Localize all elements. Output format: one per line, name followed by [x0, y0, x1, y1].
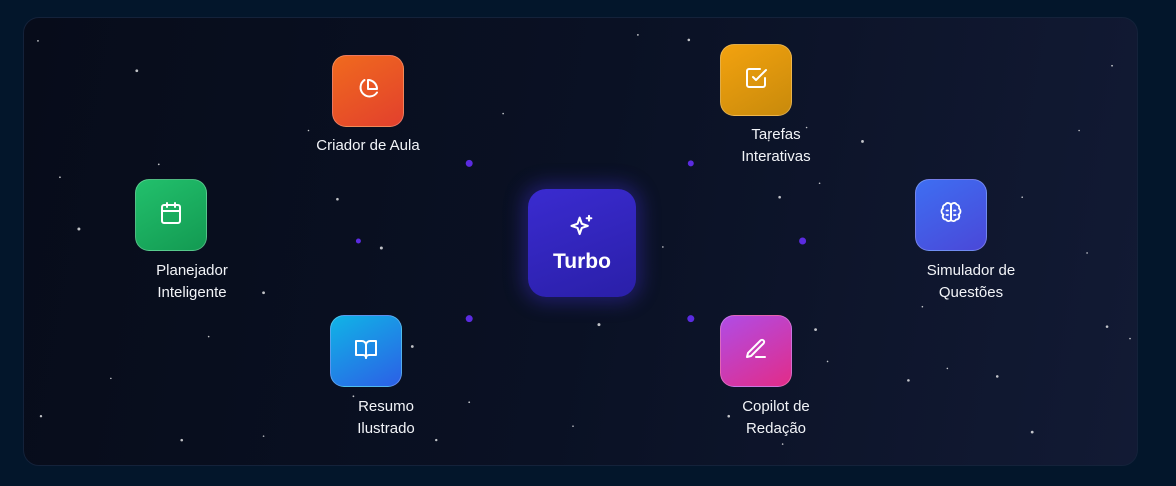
- planejador-label: Planejador Inteligente: [156, 262, 228, 301]
- resumo-tile[interactable]: [330, 315, 402, 387]
- check-square-icon: [744, 66, 768, 95]
- calendar-icon: [159, 201, 183, 230]
- copilot-label: Copilot de Redação: [742, 398, 810, 437]
- criador-label: Criador de Aula: [316, 137, 420, 154]
- feature-panel: Turbo Criador de Aula Tarefas Interativa…: [23, 17, 1138, 466]
- copilot-tile[interactable]: [720, 315, 792, 387]
- planejador-tile[interactable]: [135, 179, 207, 251]
- simulador-tile[interactable]: [915, 179, 987, 251]
- pie-chart-icon: [356, 77, 380, 106]
- tarefas-tile[interactable]: [720, 44, 792, 116]
- tarefas-label: Tarefas Interativas: [741, 126, 811, 165]
- sparkles-icon: [568, 213, 596, 246]
- starfield-background: [37, 34, 1131, 445]
- criador-tile[interactable]: [332, 55, 404, 127]
- brain-icon: [939, 201, 963, 230]
- turbo-hub-button[interactable]: Turbo: [528, 189, 636, 297]
- simulador-label: Simulador de Questões: [926, 262, 1016, 301]
- resumo-label: Resumo Ilustrado: [357, 398, 415, 437]
- turbo-title: Turbo: [553, 249, 611, 273]
- pen-line-icon: [744, 337, 768, 366]
- book-open-icon: [354, 337, 378, 366]
